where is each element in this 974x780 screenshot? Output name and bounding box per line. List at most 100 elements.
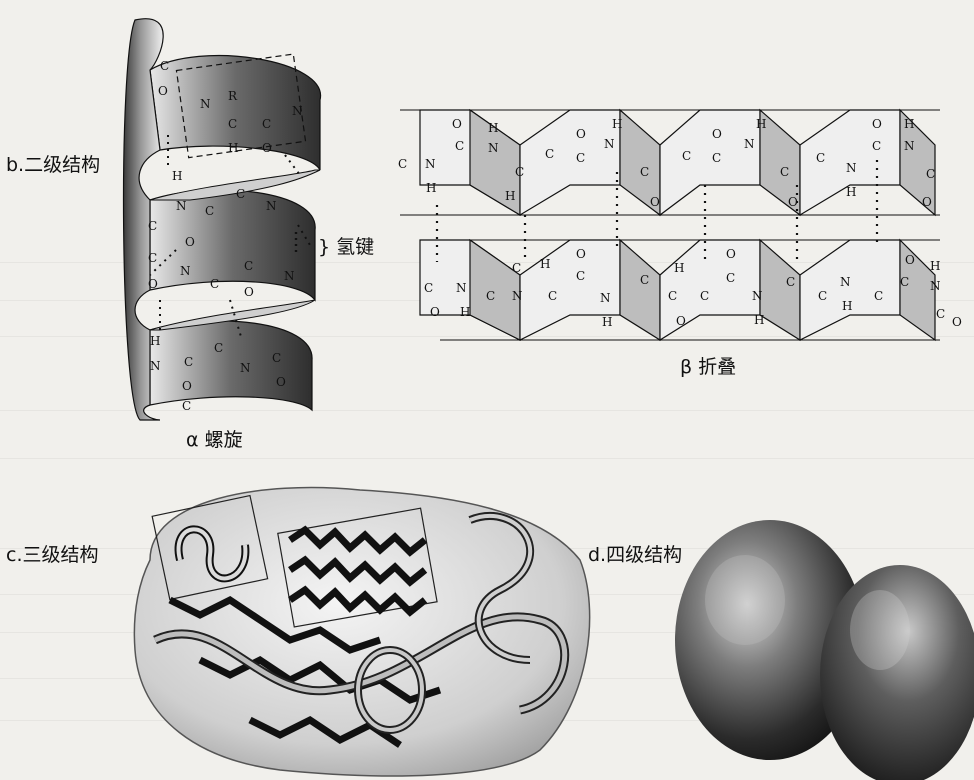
beta-sheet-label: β 折叠 [680, 352, 736, 379]
svg-text:O: O [712, 127, 722, 141]
quaternary-structure-label: d.四级结构 [588, 540, 682, 567]
svg-text:C: C [712, 151, 721, 165]
svg-text:N: N [180, 264, 191, 278]
svg-text:N: N [425, 157, 436, 171]
svg-text:H: H [674, 261, 684, 275]
svg-text:N: N [292, 104, 303, 118]
svg-text:O: O [952, 315, 962, 329]
svg-text:C: C [872, 139, 881, 153]
svg-text:N: N [840, 275, 851, 289]
svg-text:O: O [262, 141, 272, 155]
svg-text:C: C [936, 307, 945, 321]
svg-text:C: C [548, 289, 557, 303]
svg-text:N: N [904, 139, 915, 153]
svg-text:H: H [505, 189, 515, 203]
svg-text:C: C [214, 341, 223, 355]
svg-text:O: O [244, 285, 254, 299]
svg-text:C: C [576, 269, 585, 283]
svg-text:O: O [650, 195, 660, 209]
hydrogen-bond-label: } 氢键 [318, 232, 374, 259]
svg-text:O: O [905, 253, 915, 267]
svg-text:C: C [780, 165, 789, 179]
svg-text:O: O [676, 314, 686, 328]
svg-text:C: C [576, 151, 585, 165]
svg-text:C: C [682, 149, 691, 163]
svg-text:C: C [210, 277, 219, 291]
secondary-structure-label: b.二级结构 [6, 150, 100, 177]
svg-text:C: C [726, 271, 735, 285]
svg-text:N: N [752, 289, 763, 303]
svg-text:C: C [786, 275, 795, 289]
svg-text:H: H [426, 181, 436, 195]
svg-text:N: N [240, 361, 251, 375]
svg-text:O: O [182, 379, 192, 393]
svg-text:C: C [486, 289, 495, 303]
tertiary-structure-illustration [134, 488, 589, 776]
svg-text:N: N [150, 359, 161, 373]
svg-text:N: N [846, 161, 857, 175]
alpha-helix-label: α 螺旋 [186, 425, 243, 452]
svg-text:N: N [284, 269, 295, 283]
svg-text:C: C [160, 59, 169, 73]
svg-text:C: C [515, 165, 524, 179]
svg-text:R: R [228, 89, 238, 103]
svg-text:C: C [244, 259, 253, 273]
svg-text:C: C [184, 355, 193, 369]
svg-text:H: H [150, 334, 160, 348]
svg-text:H: H [602, 315, 612, 329]
svg-text:O: O [872, 117, 882, 131]
tertiary-structure-label: c.三级结构 [6, 540, 99, 567]
svg-text:C: C [640, 273, 649, 287]
svg-text:C: C [818, 289, 827, 303]
svg-text:N: N [512, 289, 523, 303]
svg-text:O: O [726, 247, 736, 261]
svg-text:N: N [456, 281, 467, 295]
svg-text:C: C [512, 261, 521, 275]
quaternary-structure-illustration [675, 520, 974, 780]
svg-text:C: C [455, 139, 464, 153]
alpha-helix-illustration: C O N R C H C O N H N C C N C O C O N C … [124, 19, 321, 420]
svg-text:H: H [756, 117, 766, 131]
svg-text:N: N [200, 97, 211, 111]
svg-text:C: C [262, 117, 271, 131]
svg-text:H: H [172, 169, 182, 183]
svg-text:C: C [816, 151, 825, 165]
svg-text:N: N [488, 141, 499, 155]
svg-text:C: C [545, 147, 554, 161]
svg-text:H: H [930, 259, 940, 273]
svg-text:N: N [176, 199, 187, 213]
svg-text:O: O [158, 84, 168, 98]
beta-sheet-illustration: C N H C O H N C C O C N H C O C O C N H … [398, 110, 962, 340]
svg-text:C: C [700, 289, 709, 303]
svg-text:O: O [452, 117, 462, 131]
svg-text:C: C [272, 351, 281, 365]
svg-text:H: H [540, 257, 550, 271]
svg-text:N: N [266, 199, 277, 213]
svg-text:O: O [576, 247, 586, 261]
svg-text:N: N [744, 137, 755, 151]
svg-text:N: N [600, 291, 611, 305]
svg-text:C: C [900, 275, 909, 289]
svg-text:N: N [930, 279, 941, 293]
svg-text:C: C [182, 399, 191, 413]
svg-text:O: O [430, 305, 440, 319]
svg-text:O: O [576, 127, 586, 141]
svg-text:C: C [236, 187, 245, 201]
svg-text:C: C [926, 167, 935, 181]
svg-text:H: H [754, 313, 764, 327]
svg-text:O: O [148, 277, 158, 291]
svg-text:H: H [842, 299, 852, 313]
svg-text:H: H [846, 185, 856, 199]
svg-text:H: H [612, 117, 622, 131]
svg-text:C: C [668, 289, 677, 303]
svg-text:O: O [922, 195, 932, 209]
svg-text:C: C [424, 281, 433, 295]
svg-text:C: C [228, 117, 237, 131]
svg-text:O: O [185, 235, 195, 249]
svg-text:C: C [874, 289, 883, 303]
svg-text:H: H [488, 121, 498, 135]
svg-text:H: H [228, 141, 238, 155]
svg-text:C: C [398, 157, 407, 171]
svg-text:H: H [460, 305, 470, 319]
